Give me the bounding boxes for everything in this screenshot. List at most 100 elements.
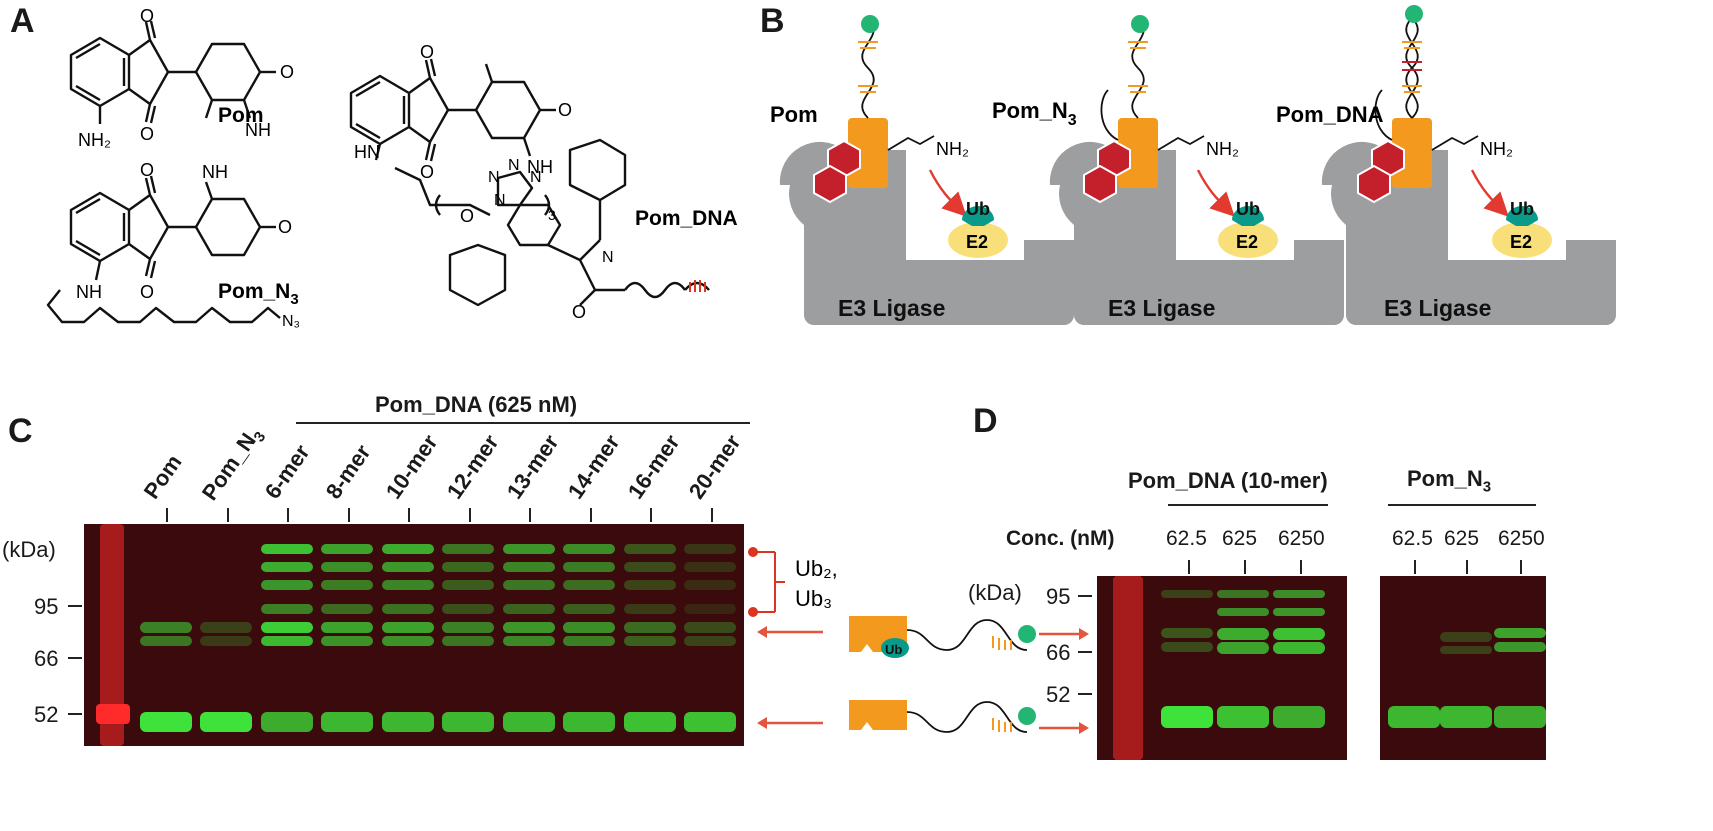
c-legend: Ub (849, 616, 1089, 734)
d2-band-2-2 (1494, 706, 1546, 728)
c-lane-label-1: Pom_N3 (196, 422, 268, 508)
c-annotations: Ub₂, Ub₃ (748, 547, 838, 729)
pom-dna-repeat: 3 (548, 207, 556, 223)
c-band-mid-0-a (140, 622, 192, 633)
c-unit: (kDa) (2, 537, 56, 562)
c-band-mid-6-a (503, 622, 555, 633)
pom-n3-name-prefix: Pom_N (218, 280, 290, 303)
panel-letter-a: A (10, 2, 35, 40)
b-ub-3: Ub (1510, 199, 1534, 219)
c-lane-tick-8 (650, 508, 652, 522)
d1-band-0-3 (1161, 706, 1213, 728)
c-band-base-4 (382, 712, 434, 732)
d-conc-2: 6250 (1278, 527, 1325, 550)
b-label-pom-n3-prefix: Pom_N (992, 98, 1068, 123)
pom-n3-amine-nh: NH (76, 282, 102, 302)
c-band-ub-2-3 (261, 604, 313, 614)
c-marker-66: 66 (34, 646, 59, 671)
b-nh2-1: NH₂ (936, 139, 969, 159)
c-lane-label-4: 10-mer (381, 430, 444, 504)
c-lane-label-text-4: 10-mer (380, 429, 443, 504)
c-band-ub-4-0 (382, 544, 434, 554)
d-conc-tick-0 (1188, 560, 1190, 574)
c-band-ub-9-2 (684, 580, 736, 590)
c-band-base-0 (140, 712, 192, 732)
b-label-pom: Pom (770, 102, 818, 127)
d-marker-95: 95 (1046, 584, 1071, 609)
pom-n3-name: Pom_N3 (218, 280, 299, 308)
c-tick-66 (68, 657, 82, 659)
c-lane-label-0: Pom (139, 450, 188, 504)
pom-dna-structure (349, 58, 710, 307)
panel-letter-c: C (8, 412, 33, 450)
c-lane-tick-1 (226, 508, 229, 522)
d-conc-1: 625 (1222, 527, 1258, 550)
c-band-ub-3-0 (321, 544, 373, 554)
c-band-ub-7-1 (563, 562, 615, 572)
d1-band-0-1 (1161, 628, 1213, 638)
d1-band-0-2 (1161, 642, 1213, 652)
b-nh2-3: NH₂ (1480, 139, 1513, 159)
d1-band-2-4 (1273, 706, 1325, 728)
c-ub-label-2: Ub₃ (795, 586, 832, 611)
pom-dna-name: Pom_DNA (635, 207, 738, 230)
d1-band-2-3 (1273, 642, 1325, 654)
panel-letter-d: D (973, 402, 998, 440)
d1-band-1-3 (1217, 642, 1269, 654)
c-lane-label-text-0: Pom (138, 450, 187, 504)
d2-band-0-0 (1388, 706, 1440, 728)
c-band-mid-7-a (563, 622, 615, 633)
complex-pom-dna (1321, 5, 1616, 325)
b-e3-3: E3 Ligase (1384, 295, 1491, 321)
pom-dna-o4: O (572, 302, 586, 322)
d-tick-66 (1078, 651, 1092, 653)
d-group1-line (1168, 504, 1328, 506)
b-ub-2: Ub (1236, 199, 1260, 219)
pom-n3-name-sub: 3 (290, 291, 298, 308)
c-lane-label-3: 8-mer (320, 440, 376, 504)
c-band-mid-4-b (382, 636, 434, 646)
c-lane-label-text-7: 14-mer (562, 429, 625, 504)
d2-band-2-1 (1494, 642, 1546, 652)
d-gel-2 (1380, 576, 1546, 760)
pom-dna-o3: O (558, 100, 572, 120)
pom-dna-o1: O (420, 42, 434, 62)
c-marker-52: 52 (34, 702, 59, 727)
d-marker-66: 66 (1046, 640, 1071, 665)
d-group1: Pom_DNA (10-mer) (1128, 468, 1328, 493)
c-lane-label-7: 14-mer (562, 430, 625, 504)
pom-o3: O (280, 62, 294, 82)
d-gel-1 (1097, 576, 1347, 760)
pom-n3-structure (46, 175, 281, 324)
d-group2-line (1388, 504, 1536, 506)
c-band-ub-9-3 (684, 604, 736, 614)
pom-dna-hn: HN (354, 142, 380, 162)
c-lane-label-2: 6-mer (260, 440, 316, 504)
d-conc-tick-5 (1520, 560, 1522, 574)
c-band-ub-8-1 (624, 562, 676, 572)
c-band-base-8 (624, 712, 676, 732)
c-band-mid-9-b (684, 636, 736, 646)
d-conc-0: 62.5 (1166, 527, 1207, 550)
b-label-pom-n3-sub: 3 (1068, 112, 1077, 129)
c-lane-tick-2 (287, 508, 289, 522)
pom-name: Pom (218, 104, 264, 127)
c-band-ub-9-0 (684, 544, 736, 554)
pom-dna-n2: N (508, 157, 520, 174)
c-band-mid-2-b (261, 636, 313, 646)
pom-dna-n5: N (602, 249, 614, 266)
c-band-ub-2-2 (261, 580, 313, 590)
d-marker-52: 52 (1046, 682, 1071, 707)
complex-pom (779, 15, 1074, 325)
c-ladder-52 (96, 704, 130, 724)
complex-pom-n3 (1049, 15, 1344, 325)
c-band-ub-5-2 (442, 580, 494, 590)
b-e2-3: E2 (1510, 232, 1532, 252)
c-band-ub-4-3 (382, 604, 434, 614)
c-band-ub-6-3 (503, 604, 555, 614)
c-band-mid-2-a (261, 622, 313, 633)
c-band-mid-5-a (442, 622, 494, 633)
pom-o2: O (140, 124, 154, 144)
pom-amine: NH₂ (78, 130, 111, 150)
c-lane-label-text-1: Pom_N (196, 428, 261, 505)
